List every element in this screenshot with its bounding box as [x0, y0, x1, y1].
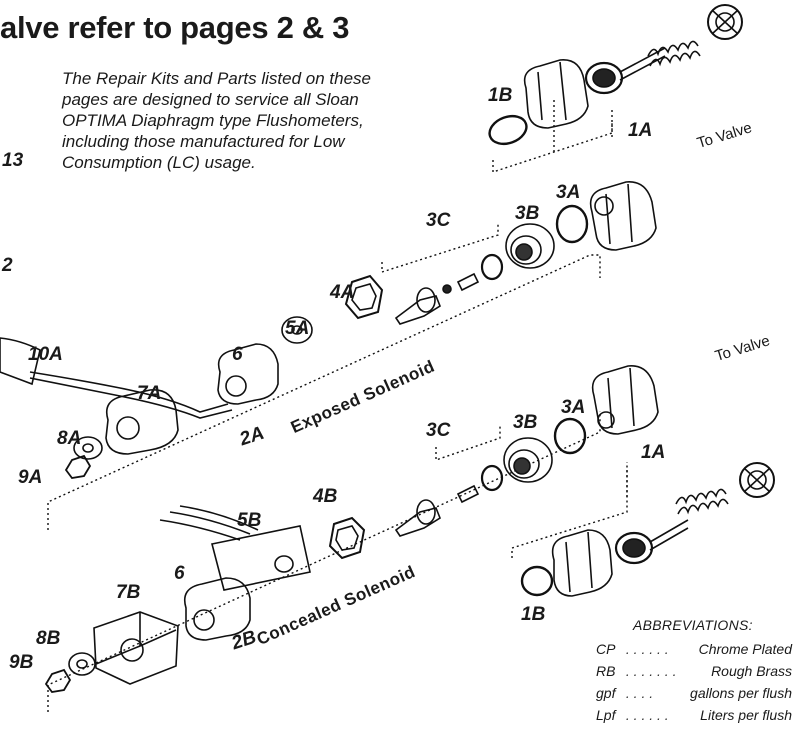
valve-body-low	[591, 365, 659, 435]
part-label-6-bot: 6	[174, 563, 185, 584]
part-label-3C-top: 3C	[426, 210, 451, 231]
part-label-8B: 8B	[36, 628, 61, 649]
intro-line: OPTIMA Diaphragm type Flushometers,	[62, 111, 364, 130]
intro-line: Consumption (LC) usage.	[62, 153, 256, 172]
part-label-5B: 5B	[237, 510, 262, 531]
part-label-6-top: 6	[232, 344, 243, 365]
valve-body-mid	[589, 181, 657, 251]
part-label-1A-bot: 1A	[641, 442, 666, 463]
abbreviation-row: RB . . . . . . . Rough Brass	[596, 660, 792, 682]
edge-label-2: 2	[2, 255, 13, 276]
part-label-1B-bot: 1B	[521, 604, 546, 625]
abbreviation-meaning: Liters per flush	[700, 707, 792, 723]
abbreviations-heading: ABBREVIATIONS:	[633, 617, 753, 633]
part-label-4A: 4A	[330, 282, 355, 303]
part-label-4B: 4B	[313, 486, 338, 507]
valve-body-top	[523, 59, 589, 129]
abbreviation-meaning: Chrome Plated	[698, 641, 792, 657]
part-label-3B-top: 3B	[515, 203, 540, 224]
edge-label-13: 13	[2, 150, 24, 171]
part-label-9B: 9B	[9, 652, 34, 673]
part-label-9A: 9A	[18, 467, 43, 488]
abbreviation-row: gpf . . . . gallons per flush	[596, 682, 792, 704]
part-label-7A: 7A	[137, 383, 162, 404]
abbreviation-meaning: Rough Brass	[711, 663, 792, 679]
plunger-top	[394, 272, 480, 325]
abbreviation-row: CP . . . . . . Chrome Plated	[596, 638, 792, 660]
part-label-8A: 8A	[57, 428, 82, 449]
page-title: alve refer to pages 2 & 3	[0, 10, 350, 45]
part-label-3A-top: 3A	[556, 182, 581, 203]
part-label-3C-bot: 3C	[426, 420, 451, 441]
part-label-7B: 7B	[116, 582, 141, 603]
abbreviation-code: CP	[596, 641, 616, 657]
part-label-3A-bot: 3A	[561, 397, 586, 418]
abbreviation-meaning: gallons per flush	[690, 685, 792, 701]
abbreviation-code: Lpf	[596, 707, 616, 723]
part-label-1B-top: 1B	[488, 85, 513, 106]
intro-line: pages are designed to service all Sloan	[62, 90, 359, 109]
part-label-3B-bot: 3B	[513, 412, 538, 433]
dotted-leaders	[47, 100, 628, 712]
part-label-5A: 5A	[285, 318, 310, 339]
part-label-1A-top: 1A	[628, 120, 653, 141]
abbreviations-list: CP . . . . . . Chrome Plated RB . . . . …	[596, 638, 792, 726]
abbreviation-row: Lpf . . . . . . Liters per flush	[596, 704, 792, 726]
coil-6-top	[217, 343, 279, 405]
intro-line: including those manufactured for Low	[62, 132, 345, 151]
part-label-10A: 10A	[28, 344, 63, 365]
abbreviation-code: RB	[596, 663, 616, 679]
abbreviation-code: gpf	[596, 685, 616, 701]
intro-line: The Repair Kits and Parts listed on thes…	[62, 69, 371, 88]
intro-paragraph: The Repair Kits and Parts listed on thes…	[62, 68, 422, 173]
